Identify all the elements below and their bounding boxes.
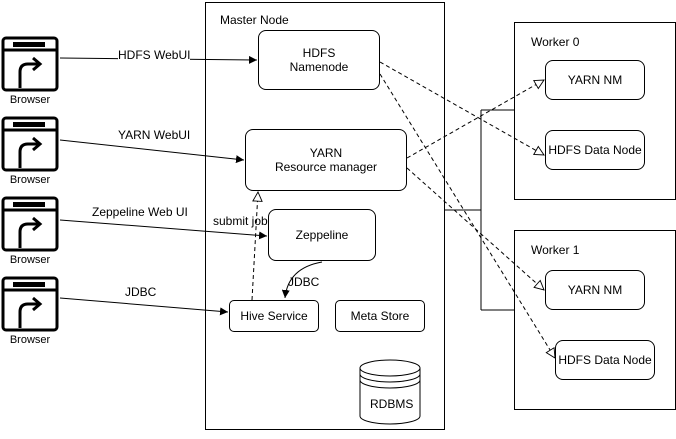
worker-0-hdfs-datanode-label: HDFS Data Node (548, 143, 642, 157)
zeppeline-label: Zeppeline (295, 228, 349, 242)
browser-caption-4: Browser (9, 334, 51, 346)
browser-icon (1, 36, 59, 92)
label-yarn-webui: YARN WebUI (118, 128, 191, 142)
browser-icon (1, 196, 59, 252)
worker-0-hdfs-datanode-box[interactable]: HDFS Data Node (545, 130, 645, 170)
worker-0-yarn-nm-label: YARN NM (567, 73, 623, 87)
worker-0-title: Worker 0 (531, 35, 580, 49)
browser-caption-1: Browser (9, 94, 51, 106)
hdfs-namenode-box[interactable]: HDFS Namenode (258, 30, 380, 90)
zeppeline-box[interactable]: Zeppeline (268, 209, 376, 261)
browser-caption-2: Browser (9, 174, 51, 186)
yarn-resource-manager-box[interactable]: YARN Resource manager (245, 129, 407, 191)
label-submit-job: submit job (213, 214, 268, 228)
meta-store-box[interactable]: Meta Store (335, 300, 425, 332)
worker-1-yarn-nm-box[interactable]: YARN NM (545, 270, 645, 310)
label-zeppeline-webui: Zeppeline Web UI (92, 205, 188, 219)
worker-0-yarn-nm-box[interactable]: YARN NM (545, 60, 645, 100)
hive-service-box[interactable]: Hive Service (229, 300, 319, 332)
worker-0-container: Worker 0 (514, 22, 676, 200)
master-node-title: Master Node (220, 13, 289, 27)
browser-icon (1, 116, 59, 172)
meta-store-label: Meta Store (350, 309, 410, 323)
label-hdfs-webui: HDFS WebUI (118, 48, 191, 62)
yarn-rm-line2: Resource manager (274, 160, 378, 174)
browser-icon (1, 276, 59, 332)
hive-service-label: Hive Service (240, 309, 308, 323)
worker-1-yarn-nm-label: YARN NM (567, 283, 623, 297)
worker-1-title: Worker 1 (531, 243, 580, 257)
label-jdbc: JDBC (125, 285, 157, 299)
worker-1-hdfs-datanode-box[interactable]: HDFS Data Node (555, 340, 655, 380)
yarn-rm-line1: YARN (309, 146, 343, 160)
rdbms-label: RDBMS (370, 397, 414, 411)
hdfs-namenode-line1: HDFS (302, 46, 336, 60)
worker-1-hdfs-datanode-label: HDFS Data Node (558, 353, 652, 367)
hdfs-namenode-line2: Namenode (289, 60, 349, 74)
browser-caption-3: Browser (9, 254, 51, 266)
worker-1-container: Worker 1 (514, 230, 676, 410)
label-jdbc-internal: JDBC (288, 275, 320, 289)
